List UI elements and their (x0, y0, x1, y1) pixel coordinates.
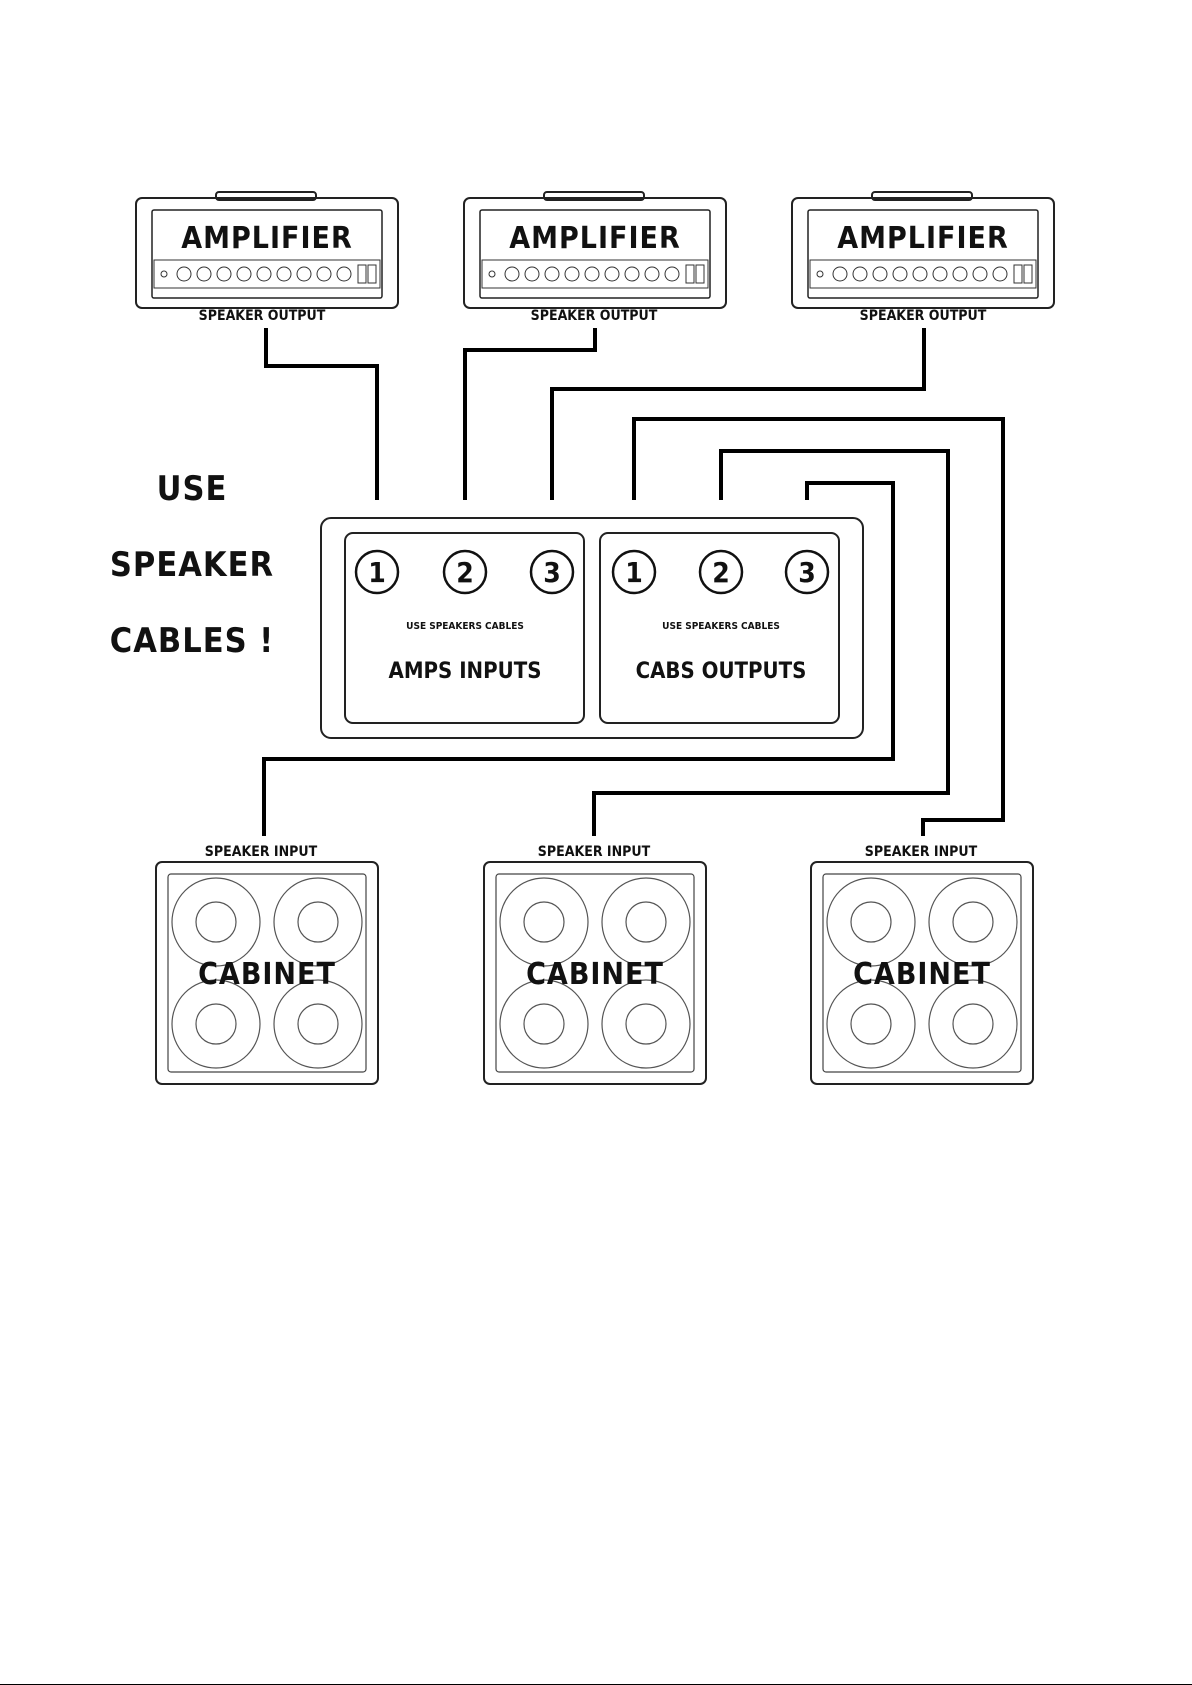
jack-number: 2 (456, 556, 474, 589)
amplifier-title: AMPLIFIER (181, 221, 352, 256)
jack-number: 3 (543, 556, 561, 589)
side-note-line: USE (157, 469, 228, 509)
switcher-box: 1 2 3 USE SPEAKERS CABLES AMPS INPUTS 1 … (321, 518, 863, 738)
speaker-output-label: SPEAKER OUTPUT (531, 308, 658, 324)
cable-amp1-to-input1 (266, 328, 377, 500)
speaker-input-label: SPEAKER INPUT (205, 844, 318, 860)
knob-row (505, 267, 679, 281)
cabs-panel-note: USE SPEAKERS CABLES (662, 621, 780, 632)
amps-panel-note: USE SPEAKERS CABLES (406, 621, 524, 632)
side-note-line: CABLES ! (110, 621, 274, 661)
jack-number: 2 (712, 556, 730, 589)
knob-row (177, 267, 351, 281)
amplifier-1: AMPLIFIER (136, 192, 398, 308)
cable-amp3-to-input3 (552, 328, 924, 500)
jack-number: 3 (798, 556, 816, 589)
amplifier-2: AMPLIFIER (464, 192, 726, 308)
speaker-input-label: SPEAKER INPUT (865, 844, 978, 860)
cabinet-title: CABINET (198, 957, 336, 992)
cabinet-title: CABINET (853, 957, 991, 992)
speaker-input-label: SPEAKER INPUT (538, 844, 651, 860)
jack-number: 1 (625, 556, 643, 589)
cabinet-title: CABINET (526, 957, 664, 992)
speaker-output-label: SPEAKER OUTPUT (199, 308, 326, 324)
knob-row (833, 267, 1007, 281)
side-note-line: SPEAKER (110, 545, 274, 585)
amplifier-title: AMPLIFIER (509, 221, 680, 256)
cabinet-2: CABINET (484, 862, 706, 1084)
amplifier-title: AMPLIFIER (837, 221, 1008, 256)
amplifier-3: AMPLIFIER (792, 192, 1054, 308)
jack-number: 1 (368, 556, 386, 589)
cabs-panel-title: CABS OUTPUTS (636, 659, 807, 684)
amps-panel-title: AMPS INPUTS (389, 659, 542, 684)
cabinet-1: CABINET (156, 862, 378, 1084)
speaker-output-label: SPEAKER OUTPUT (860, 308, 987, 324)
cable-amp2-to-input2 (465, 328, 595, 500)
cabinet-3: CABINET (811, 862, 1033, 1084)
